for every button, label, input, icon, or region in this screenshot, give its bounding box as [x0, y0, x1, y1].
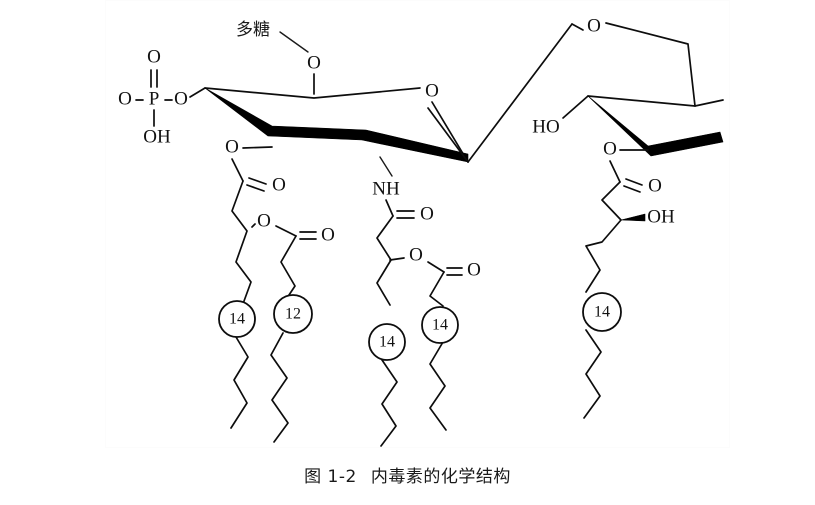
acyl-chain-2: O 12	[270, 224, 335, 443]
chain4-count-circle	[421, 306, 459, 344]
chain1-carbon-count: 14	[229, 311, 245, 328]
polysaccharide-oxygen-label: O	[307, 52, 321, 73]
chain2-ester-bond	[275, 225, 297, 237]
chain3-amide-carbonyl-oxygen-label: O	[420, 203, 434, 224]
right-ring-hydroxyl-bond	[562, 95, 589, 119]
figure-frame	[105, 0, 730, 448]
chain5-count-circle	[582, 292, 622, 332]
chain1-upper-zigzag	[231, 180, 252, 313]
bridge-left-bond	[427, 107, 469, 163]
chain3-ester-oxygen-label: O	[409, 244, 423, 265]
left-ring-ester-oxygen-label: O	[225, 136, 239, 157]
chain4-carbonyl-oxygen-label: O	[467, 259, 481, 280]
right-sugar-ring: O HO O	[532, 15, 724, 159]
chain3-count-circle	[368, 323, 406, 361]
chain5-hydroxyl-wedge	[620, 213, 646, 222]
left-sugar-ring: O O	[204, 80, 469, 163]
phosphate-group: O O P O OH	[118, 46, 206, 147]
right-ring-front-wedge	[587, 95, 724, 157]
chain2-lower-zigzag	[270, 332, 289, 443]
acyl-chain-3: O 14 O	[368, 199, 434, 447]
chain3-lower-zigzag	[380, 359, 398, 447]
right-ring-oxygen-label: O	[587, 15, 601, 36]
right-ring-top-edge	[587, 95, 696, 107]
phosphate-to-ring-bond	[189, 87, 206, 98]
chain5-carbonyl-oxygen-label: O	[648, 175, 662, 196]
chain3-amide-bond	[385, 199, 394, 217]
chain2-carbon-count: 12	[285, 306, 301, 323]
chain1-ester-down-bond	[231, 158, 244, 182]
interglycosidic-bridge: NH	[372, 23, 573, 199]
chain2-count-circle	[273, 294, 313, 334]
phosphate-left-oxygen-label: O	[118, 88, 132, 109]
amide-nitrogen-label: NH	[372, 178, 400, 199]
figure-caption-number: 图 1-2	[304, 467, 357, 487]
polysaccharide-leader-line	[279, 31, 309, 53]
chain5-carbon-count: 14	[594, 304, 610, 321]
chain4-ester-bond	[427, 261, 445, 273]
chain5-carbonyl-b	[623, 185, 641, 193]
left-ring-top-edge	[204, 87, 421, 99]
chain1-lower-zigzag	[230, 336, 249, 429]
phosphate-ester-oxygen-label: O	[174, 88, 188, 109]
figure-caption-title: 内毒素的化学结构	[370, 467, 511, 487]
acyl-chain-5: O OH 14	[582, 160, 675, 419]
amide-leader-line	[379, 156, 393, 177]
right-ring-ester-oxygen-label: O	[603, 138, 617, 159]
acyl-chain-1: O 14 O	[218, 158, 286, 429]
chain5-ester-down-bond	[609, 160, 621, 183]
left-ring-ester-bond	[242, 146, 273, 149]
acyl-chain-4: O 14	[421, 259, 481, 431]
chain1-carbonyl-oxygen-label: O	[272, 174, 286, 195]
figure-caption: 图 1-2 内毒素的化学结构	[0, 462, 815, 487]
left-ring-oxygen-label: O	[425, 80, 439, 101]
chain5-lower-zigzag	[583, 329, 602, 419]
right-ring-o-connector	[571, 23, 584, 31]
polysaccharide-label: 多糖	[236, 20, 270, 40]
chain5-hydroxyl-label: OH	[647, 206, 675, 227]
chain1-carbonyl-b	[246, 184, 265, 192]
left-ring-front-wedge	[204, 87, 469, 163]
phosphate-hydroxyl-label: OH	[143, 126, 171, 147]
chain1-count-circle	[218, 300, 256, 338]
chain5-carbonyl-a	[625, 178, 643, 186]
chain5-upper-zigzag	[585, 181, 622, 293]
chain2-carbonyl-oxygen-label: O	[321, 224, 335, 245]
chain4-carbon-count: 14	[432, 317, 448, 334]
phosphorus-label: P	[149, 88, 160, 109]
chain4-upper-zigzag	[429, 271, 445, 307]
bridge-right-bond	[467, 23, 573, 163]
chain3-carbon-count: 14	[379, 334, 395, 351]
chain3-to-ester-bond	[389, 257, 405, 261]
chain1-ester-oxygen-label: O	[257, 210, 271, 231]
chain1-to-ester-bond	[251, 223, 256, 228]
left-ring-right-edge	[431, 101, 469, 163]
chain4-lower-zigzag	[429, 341, 447, 431]
chain1-carbonyl-a	[248, 177, 267, 185]
right-ring-back-edges	[605, 22, 724, 107]
polysaccharide-annotation: 多糖 O	[236, 20, 321, 95]
phosphate-double-bond-oxygen-label: O	[147, 46, 161, 67]
right-ring-hydroxyl-label: HO	[532, 116, 559, 137]
